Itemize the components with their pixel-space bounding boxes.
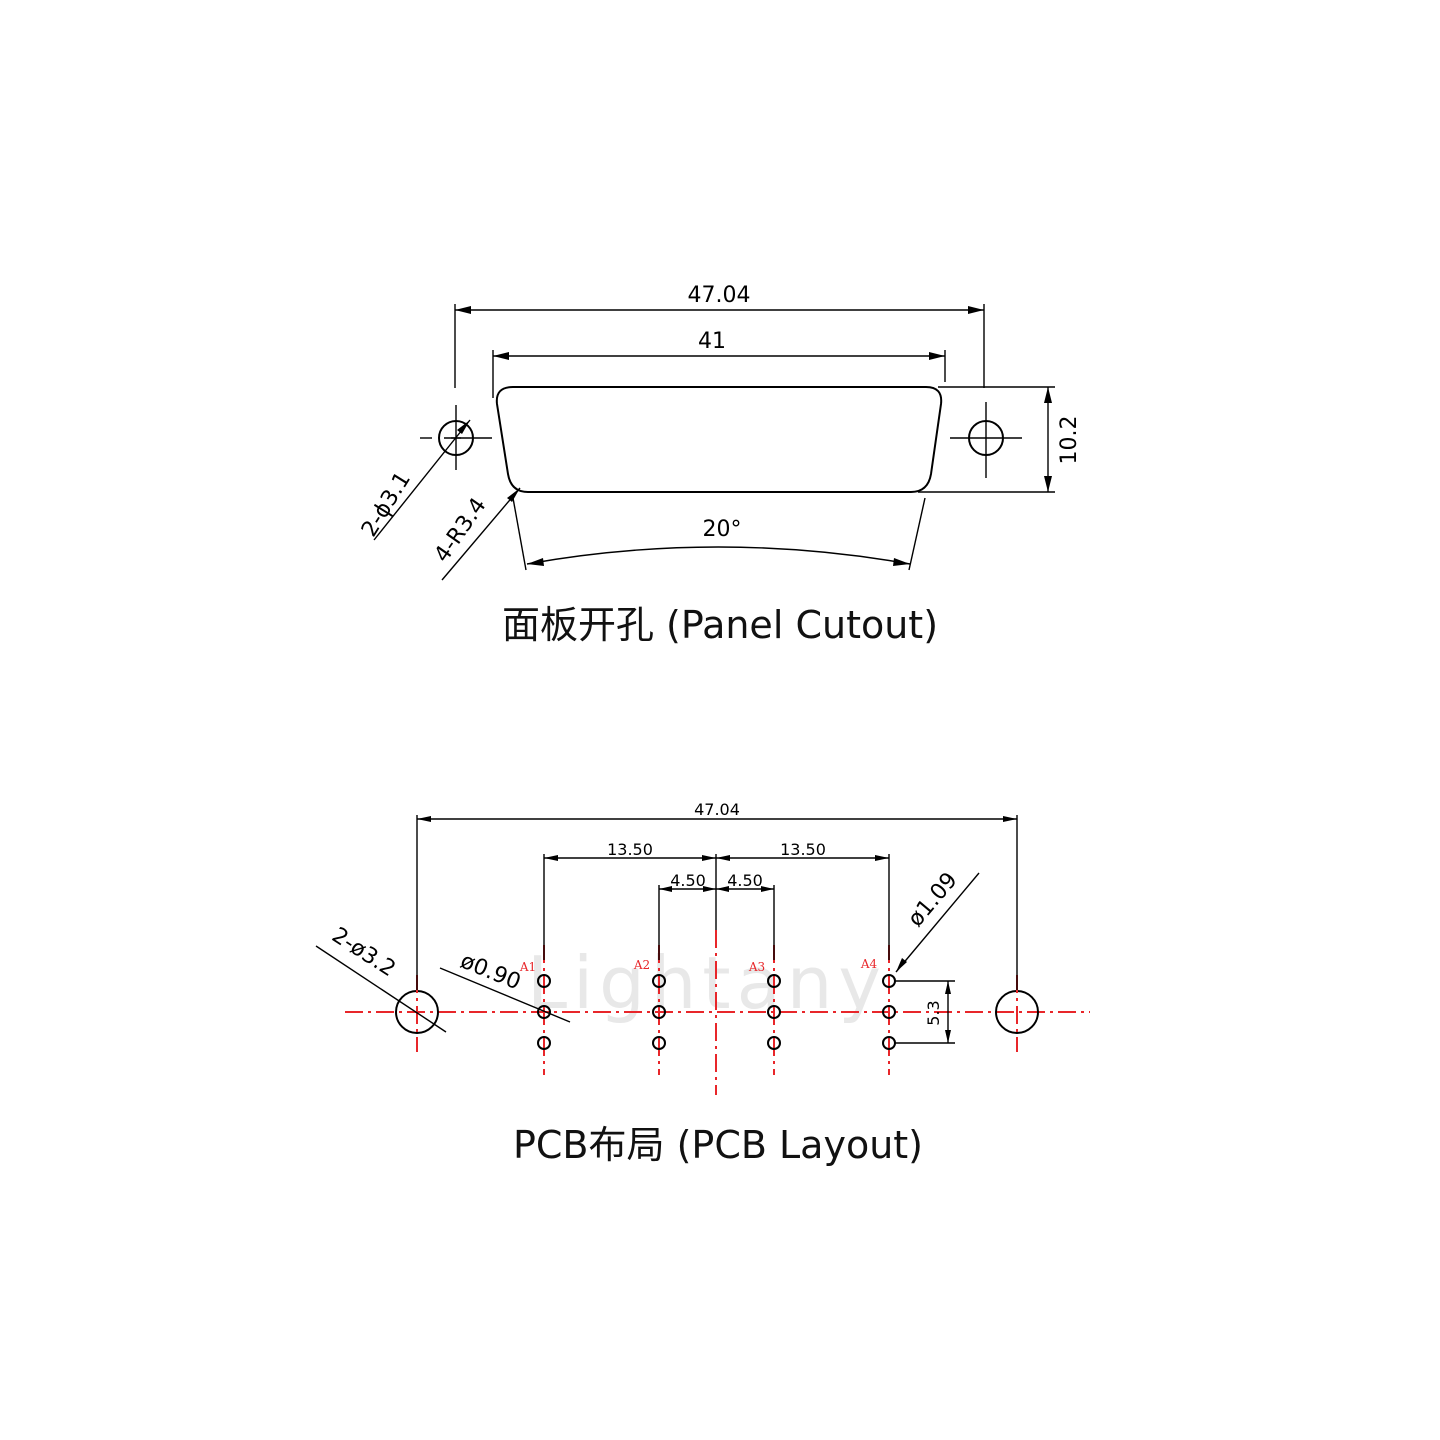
- pcb-title: PCB布局 (PCB Layout): [513, 1123, 923, 1167]
- cutout-outline: [495, 386, 943, 493]
- pcb-dim-left: 13.50: [544, 840, 716, 861]
- pcb-dim-pin-large-label: ø1.09: [903, 868, 962, 932]
- pin-label-a3: A3: [748, 960, 765, 974]
- pin-column-a2: A2: [633, 958, 666, 1050]
- pcb-dim-inner-left-label: 4.50: [670, 871, 706, 890]
- panel-dim-radius-label: 4-R3.4: [430, 494, 492, 567]
- panel-dim-radius: 4-R3.4: [430, 487, 521, 581]
- pcb-dim-right-label: 13.50: [780, 840, 826, 859]
- pin-label-a4: A4: [860, 957, 878, 971]
- panel-dim-opening-label: 41: [698, 329, 726, 354]
- panel-dim-opening: 41: [493, 329, 945, 360]
- panel-title: 面板开孔 (Panel Cutout): [502, 603, 938, 647]
- pcb-dim-overall-label: 47.04: [694, 800, 740, 819]
- panel-cutout: 47.04 41 10.2 20°: [357, 283, 1082, 647]
- pcb-dim-inner-right-label: 4.50: [727, 871, 763, 890]
- pcb-dim-pin-large: ø1.09: [895, 868, 980, 973]
- panel-dim-hole-label: 2-ϕ3.1: [357, 468, 416, 542]
- pin-label-a2: A2: [633, 958, 650, 972]
- panel-dim-overall-label: 47.04: [688, 283, 751, 308]
- pcb-dim-inner-right: 4.50: [716, 871, 774, 892]
- right-mount-hole: [950, 402, 1022, 478]
- panel-dim-height-label: 10.2: [1057, 416, 1082, 465]
- panel-dim-overall: 47.04: [455, 283, 984, 314]
- pin-label-a1: A1: [519, 960, 536, 974]
- pcb-dim-mount-hole-label: 2-ø3.2: [327, 923, 400, 982]
- pcb-dim-mount-hole: 2-ø3.2: [315, 923, 447, 1033]
- panel-dim-angle-label: 20°: [703, 517, 742, 542]
- pcb-dim-inner-left: 4.50: [659, 871, 716, 892]
- pin-column-a1: A1: [519, 960, 551, 1050]
- pcb-dim-left-label: 13.50: [607, 840, 653, 859]
- pcb-dim-pitch-label: 5.3: [924, 1000, 943, 1025]
- pcb-dim-overall: 47.04: [417, 800, 1017, 822]
- pcb-dim-right: 13.50: [716, 840, 889, 861]
- pcb-dim-pitch: 5.3: [895, 980, 955, 1044]
- panel-dim-height: 10.2: [918, 386, 1082, 493]
- panel-dim-angle: 20°: [512, 497, 926, 571]
- pcb-layout: Lightany A1 A2: [315, 800, 1090, 1167]
- pin-column-a3: A3: [748, 960, 781, 1050]
